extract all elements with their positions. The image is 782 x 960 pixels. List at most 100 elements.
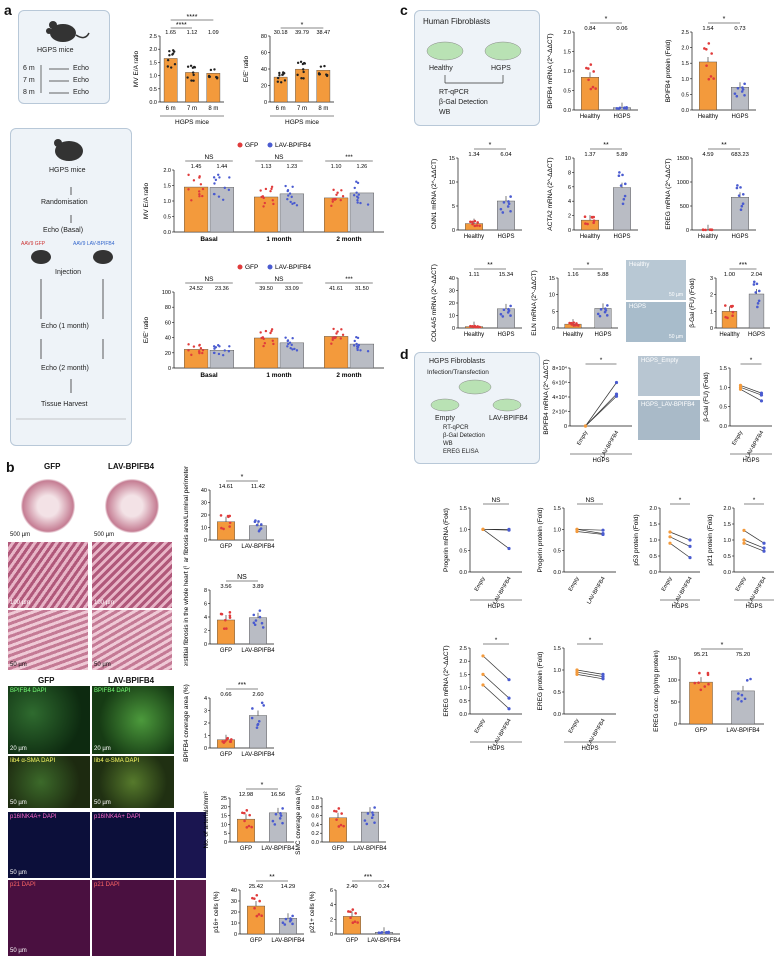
y-tick-label: 4	[568, 199, 571, 205]
flow-arrows	[16, 139, 126, 420]
data-point	[749, 677, 752, 681]
data-point	[355, 342, 358, 346]
data-point	[218, 345, 221, 348]
data-label: 15.34	[499, 272, 514, 278]
data-point	[705, 47, 708, 51]
y-axis-label: EREG mRNA (2^-ΔΔCT)	[443, 645, 450, 716]
data-point	[333, 336, 337, 340]
y-tick-label: 1.0	[723, 538, 731, 544]
data-point	[214, 346, 218, 349]
y-tick-label: 20	[261, 84, 267, 90]
bar	[343, 916, 362, 935]
data-point	[318, 72, 322, 76]
y-tick-label: 4×10⁴	[552, 394, 567, 401]
data-point	[260, 701, 264, 705]
data-point	[757, 289, 761, 293]
bar	[581, 77, 600, 111]
data-point	[272, 202, 275, 206]
data-point	[478, 224, 481, 228]
data-point	[501, 211, 505, 214]
x-tick-label: 2 month	[336, 372, 361, 379]
data-point	[507, 707, 511, 711]
x-tick-label: HGPS	[731, 234, 748, 240]
data-point	[171, 53, 174, 56]
y-tick-label: 1.5	[163, 184, 171, 190]
significance-label: *	[679, 497, 682, 504]
data-point	[762, 541, 766, 545]
data-point	[291, 922, 294, 926]
data-label: 1.34	[468, 152, 480, 158]
fluorescence-image: p16INK4A+ DAPI	[92, 812, 174, 878]
significance-label: *	[261, 782, 264, 789]
data-point	[284, 917, 288, 921]
dish-icons	[426, 41, 522, 84]
data-point	[699, 688, 703, 692]
x-tick-label: Healthy	[719, 332, 739, 338]
data-label: 30.18	[274, 30, 288, 36]
schematic-d: HGPS Fibroblasts Infection/Transfection …	[414, 352, 540, 464]
y-tick-label: 1.5	[459, 672, 467, 678]
data-point	[257, 529, 261, 533]
data-point	[287, 194, 290, 197]
paired-line	[576, 669, 604, 675]
data-point	[300, 77, 303, 80]
legend-marker	[237, 142, 243, 148]
y-tick-label: 0	[204, 538, 207, 544]
data-point	[253, 623, 257, 627]
data-point	[621, 173, 624, 177]
x-tick-label: LAV-BPIFB4	[241, 544, 275, 550]
y-tick-label: 2	[204, 721, 207, 727]
data-point	[583, 215, 587, 219]
data-point	[469, 220, 472, 224]
y-axis-label: Perivascular fibrosis area/Luminal perim…	[183, 466, 190, 562]
data-point	[703, 47, 706, 50]
data-point	[605, 314, 609, 317]
data-point	[251, 896, 254, 900]
y-tick-label: 15	[449, 156, 455, 162]
y-tick-label: 2.0	[459, 659, 467, 665]
data-point	[325, 73, 328, 76]
y-tick-label: 0.4	[311, 822, 319, 828]
data-point	[278, 71, 281, 75]
x-tick-label: Healthy	[580, 114, 600, 120]
x-tick-label: Basal	[200, 372, 218, 379]
y-tick-label: 2	[568, 214, 571, 220]
y-tick-label: 0.5	[553, 549, 561, 555]
bar	[496, 308, 515, 329]
data-point	[192, 179, 196, 182]
bar	[237, 818, 256, 843]
data-point	[220, 526, 223, 530]
data-point	[243, 819, 246, 823]
data-point	[373, 806, 376, 809]
data-point	[507, 678, 511, 682]
data-label: 33.09	[285, 286, 299, 292]
bar	[217, 521, 236, 541]
bar	[721, 311, 738, 329]
data-point	[198, 195, 201, 198]
data-point	[351, 921, 355, 925]
data-point	[264, 329, 268, 333]
schematic-a-bottom: HGPS mice Randomisation Echo (Basal) AAV…	[10, 128, 132, 446]
data-label: 31.50	[355, 286, 369, 292]
significance-label: ***	[739, 262, 747, 269]
data-point	[742, 528, 746, 532]
data-point	[351, 908, 355, 911]
method-label: β-Gal Detection	[439, 99, 488, 106]
y-tick-label: 4	[204, 696, 207, 702]
data-point	[221, 353, 225, 357]
data-point	[617, 174, 621, 177]
data-point	[284, 336, 287, 339]
data-point	[295, 204, 299, 207]
data-point	[250, 825, 253, 829]
data-point	[743, 93, 746, 97]
data-point	[213, 68, 216, 71]
bar	[323, 197, 349, 233]
data-point	[228, 514, 232, 518]
y-tick-label: 0	[452, 228, 455, 234]
data-point	[213, 182, 216, 185]
data-point	[262, 344, 265, 348]
